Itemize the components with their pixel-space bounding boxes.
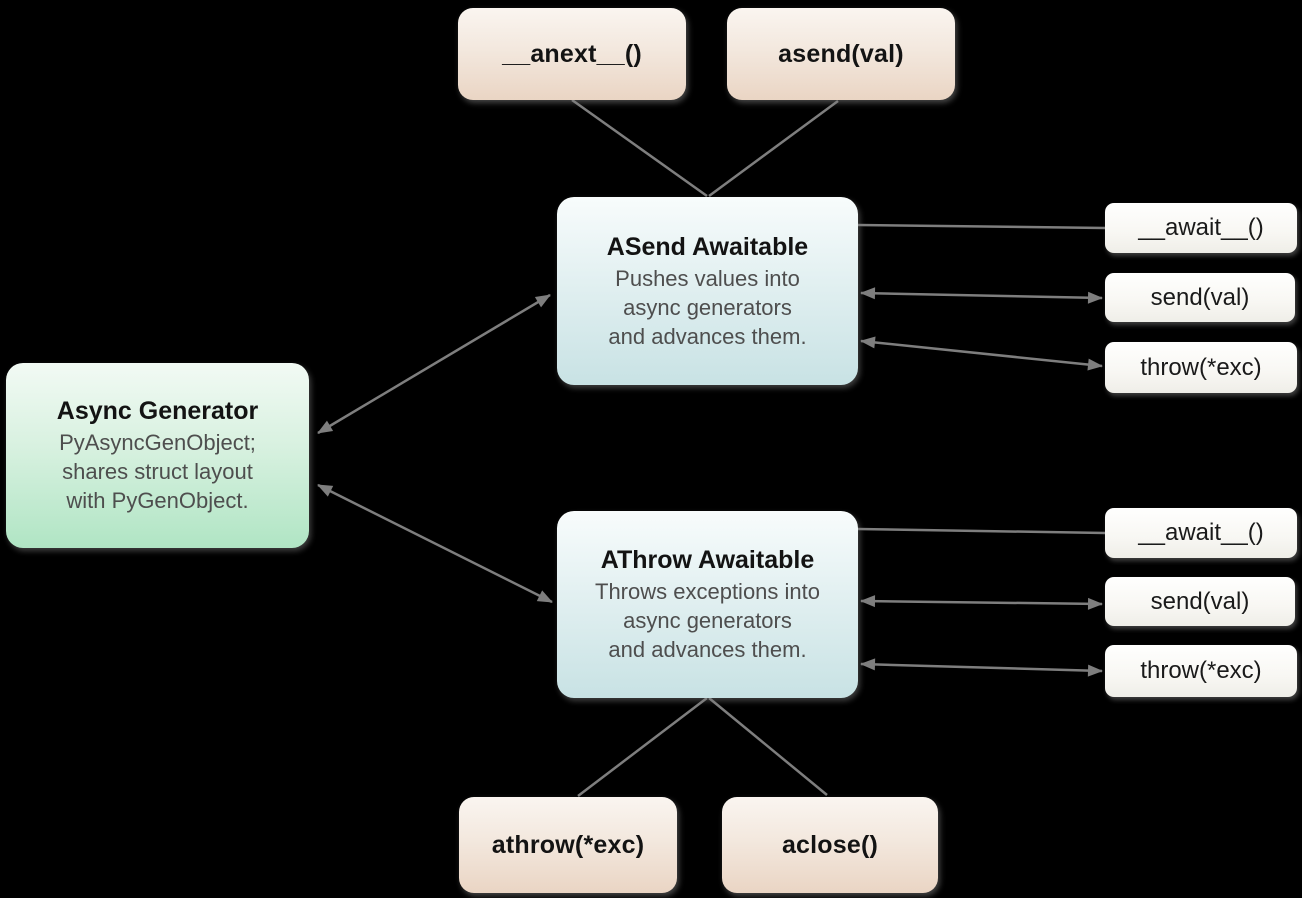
- connector-athrow-awaitable-to-athrow-method: [577, 697, 708, 797]
- asend-awaitable-title: ASend Awaitable: [606, 232, 809, 261]
- node-aclose-method: aclose(): [722, 797, 938, 893]
- asend-awaitable-desc-line-3: and advances them.: [608, 323, 807, 349]
- connector-asend-awaitable-throw-a: [860, 336, 1103, 371]
- connector-async-generator-athrow-awaitable: [317, 483, 553, 604]
- async-generator-desc-line-1: PyAsyncGenObject;: [59, 430, 256, 455]
- node-athrow-method: athrow(*exc): [459, 797, 677, 893]
- athrow-awaitable-desc-line-1: Throws exceptions into: [595, 579, 820, 604]
- connector-athrow-awaitable-to-aclose: [708, 697, 828, 796]
- node-aclose-label: aclose(): [781, 830, 879, 859]
- node-anext-method: __anext__(): [458, 8, 686, 100]
- asend-protocol-send-label: send(val): [1150, 283, 1250, 311]
- node-athrow-awaitable: AThrow Awaitable Throws exceptions into …: [557, 511, 858, 698]
- athrow-awaitable-title: AThrow Awaitable: [600, 546, 815, 574]
- asend-protocol-await-label: __await__(): [1138, 214, 1264, 241]
- connector-athrow-awaitable-throw-b: [860, 658, 1103, 677]
- node-athrow-protocol-await: __await__(): [1105, 508, 1297, 558]
- asend-awaitable-desc-line-1: Pushes values into: [615, 265, 800, 291]
- async-generator-desc-line-2: shares struct layout: [62, 459, 253, 484]
- node-asend-protocol-send: send(val): [1105, 273, 1295, 322]
- node-athrow-protocol-send: send(val): [1105, 577, 1295, 626]
- node-asend-protocol-await: __await__(): [1105, 203, 1297, 253]
- asend-protocol-throw-label: throw(*exc): [1140, 353, 1262, 381]
- node-asend-protocol-throw: throw(*exc): [1105, 342, 1297, 393]
- node-athrow-label: athrow(*exc): [491, 830, 645, 859]
- athrow-awaitable-desc-line-2: async generators: [623, 608, 792, 633]
- asend-awaitable-desc-line-2: async generators: [623, 294, 792, 320]
- async-generator-desc-line-3: with PyGenObject.: [66, 488, 249, 513]
- node-asend-label: asend(val): [778, 39, 904, 68]
- athrow-protocol-await-label: __await__(): [1138, 519, 1264, 546]
- connector-asend-awaitable-to-await-a: [857, 223, 1106, 230]
- node-async-generator: Async Generator PyAsyncGenObject; shares…: [6, 363, 309, 548]
- connector-athrow-awaitable-send-b: [860, 595, 1103, 610]
- connector-async-generator-asend-awaitable: [317, 293, 551, 435]
- node-anext-label: __anext__(): [502, 39, 642, 68]
- connector-asend-to-asend-awaitable: [708, 99, 839, 198]
- connector-asend-awaitable-send-a: [860, 287, 1103, 304]
- connector-anext-to-asend-awaitable: [571, 98, 708, 198]
- connector-athrow-awaitable-to-await-b: [857, 527, 1106, 535]
- athrow-protocol-throw-label: throw(*exc): [1140, 657, 1262, 684]
- athrow-protocol-send-label: send(val): [1150, 587, 1250, 615]
- athrow-awaitable-desc-line-3: and advances them.: [608, 637, 807, 662]
- node-asend-awaitable: ASend Awaitable Pushes values into async…: [557, 197, 858, 385]
- node-asend-method: asend(val): [727, 8, 955, 100]
- async-generator-title: Async Generator: [56, 397, 259, 425]
- node-athrow-protocol-throw: throw(*exc): [1105, 645, 1297, 697]
